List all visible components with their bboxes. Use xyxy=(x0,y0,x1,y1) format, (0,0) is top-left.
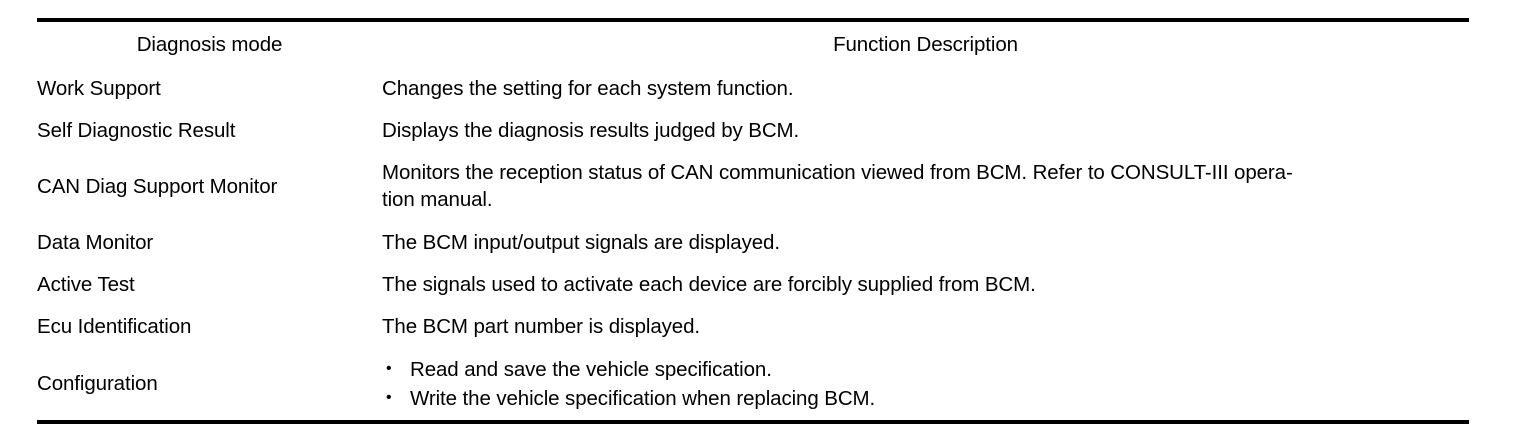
table-row: Work Support Changes the setting for eac… xyxy=(37,68,1469,110)
cell-mode-data-monitor: Data Monitor xyxy=(37,230,154,254)
list-item-label: Write the vehicle specification when rep… xyxy=(410,387,876,410)
diagnosis-mode-table: Diagnosis mode Function Description Work… xyxy=(37,18,1469,424)
table-row: CAN Diag Support Monitor Monitors the re… xyxy=(37,152,1469,222)
cell-mode-ecu-identification: Ecu Identification xyxy=(37,314,192,338)
list-item-label: Read and save the vehicle specification. xyxy=(410,357,772,381)
column-header-diagnosis-mode: Diagnosis mode xyxy=(136,32,283,56)
cell-description-can-diag-support-monitor: Monitors the reception status of CAN com… xyxy=(382,152,1469,222)
bullet-icon: • xyxy=(386,389,392,406)
table-row: Active Test The signals used to activate… xyxy=(37,264,1469,306)
table-header-row: Diagnosis mode Function Description xyxy=(37,20,1469,68)
list-item: • Read and save the vehicle specificatio… xyxy=(382,355,1469,384)
cell-mode-active-test: Active Test xyxy=(37,272,135,296)
list-item: • Write the vehicle specification when r… xyxy=(382,384,1469,413)
cell-description-self-diagnostic-result: Displays the diagnosis results judged by… xyxy=(382,118,800,142)
cell-mode-work-support: Work Support xyxy=(37,76,161,100)
cell-description-configuration: • Read and save the vehicle specificatio… xyxy=(382,348,1469,422)
description-line-1: Monitors the reception status of CAN com… xyxy=(382,161,1293,185)
cell-description-work-support: Changes the setting for each system func… xyxy=(382,76,794,100)
configuration-bullet-list: • Read and save the vehicle specificatio… xyxy=(382,355,1469,413)
table-row: Self Diagnostic Result Displays the diag… xyxy=(37,110,1469,152)
description-line-2: tion manual. xyxy=(382,188,493,211)
table-row: Configuration • Read and save the vehicl… xyxy=(37,348,1469,422)
cell-description-ecu-identification: The BCM part number is displayed. xyxy=(382,314,701,338)
cell-mode-configuration: Configuration xyxy=(37,371,158,395)
table-row: Ecu Identification The BCM part number i… xyxy=(37,306,1469,348)
bullet-icon: • xyxy=(386,359,392,377)
table-row: Data Monitor The BCM input/output signal… xyxy=(37,222,1469,264)
cell-description-data-monitor: The BCM input/output signals are display… xyxy=(382,230,780,254)
column-header-function-description: Function Description xyxy=(833,32,1018,56)
cell-description-active-test: The signals used to activate each device… xyxy=(382,272,1036,296)
cell-mode-can-diag-support-monitor: CAN Diag Support Monitor xyxy=(37,174,278,198)
cell-mode-self-diagnostic-result: Self Diagnostic Result xyxy=(37,118,236,142)
